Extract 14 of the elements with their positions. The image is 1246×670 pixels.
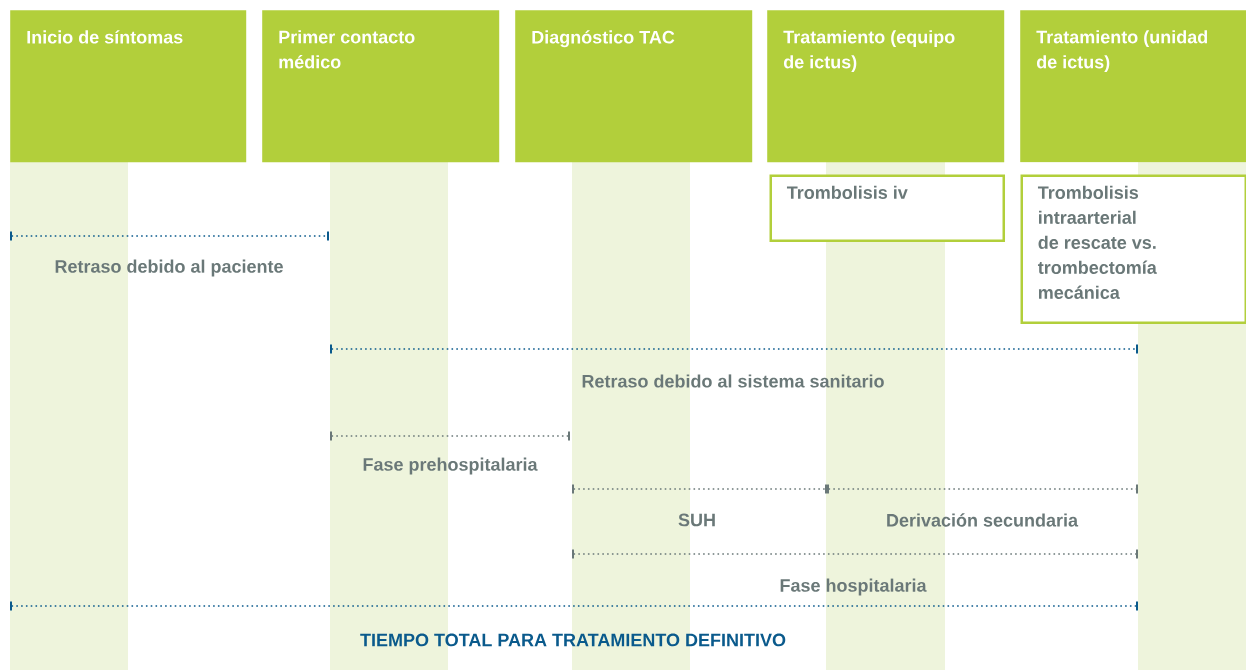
header-box: Tratamiento (unidad de ictus)	[1020, 10, 1246, 163]
interval-label: Fase hospitalaria	[780, 578, 927, 596]
treatment-box: Trombolisis intraarterial de rescate vs. trombectomía mecánica	[1020, 174, 1246, 324]
header-box: Primer contacto médico	[262, 10, 500, 163]
interval-label: SUH	[678, 513, 715, 527]
header-box: Inicio de síntomas	[10, 10, 247, 163]
header-box: Tratamiento (equipo de ictus)	[767, 10, 1005, 163]
treatment-box: Trombolisis iv	[769, 174, 1005, 242]
interval-label: Retraso debido al sistema sanitario	[582, 374, 884, 388]
header-box: Diagnóstico TAC	[515, 10, 753, 163]
interval-label: Fase prehospitalaria	[363, 457, 538, 475]
interval-label: TIEMPO TOTAL PARA TRATAMIENTO DEFINITIVO	[360, 633, 786, 647]
interval-label: Derivación secundaria	[887, 513, 1079, 527]
interval-label: Retraso debido al paciente	[55, 259, 283, 277]
